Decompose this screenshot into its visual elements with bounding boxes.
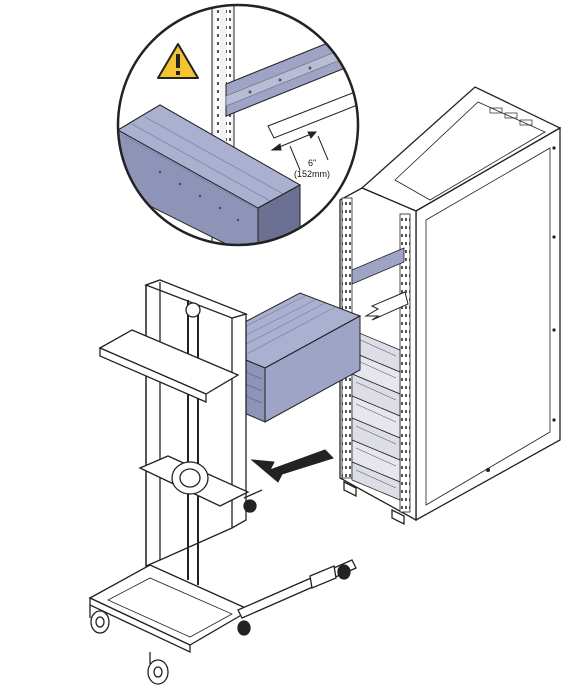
dimension-inches: 6" [308,158,316,168]
installed-servers [351,329,401,501]
arrow-left-down-icon [250,449,334,483]
callout-border [116,3,360,247]
lift-chain [187,300,199,585]
rack-slide-arrow [364,291,409,321]
lift-base [88,564,252,646]
dimension-mm: (152mm) [294,169,330,179]
lift-wheels [90,564,351,685]
rack-rail [351,247,405,285]
warning-triangle-icon [157,43,199,79]
dimension-lines [270,131,329,171]
callout-magnifier: 6" (152mm) [116,3,360,247]
server-side [264,315,361,423]
lift-trolley [88,279,357,685]
